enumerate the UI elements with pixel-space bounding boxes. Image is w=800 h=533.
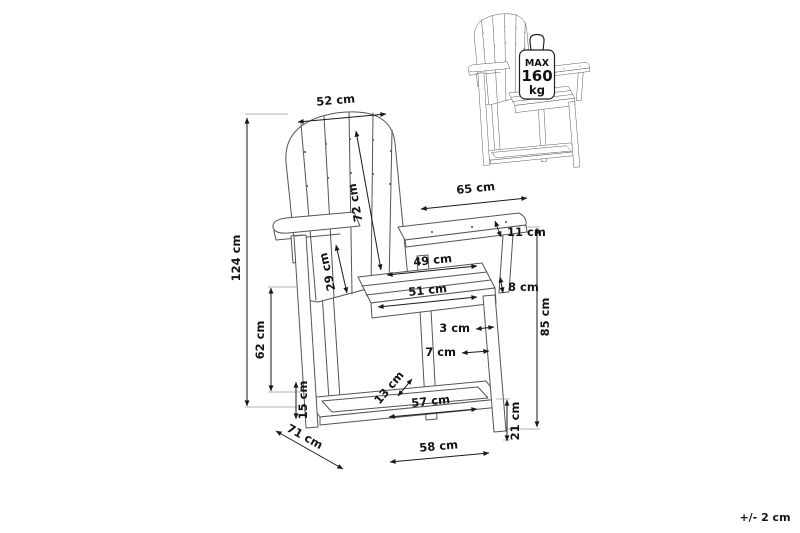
dim-label-backrest-width: 52 cm (316, 91, 356, 108)
dim-line-seat-front-width (377, 295, 478, 309)
dim-line-seat-width (386, 264, 478, 277)
max-weight-badge: MAX 160 kg (518, 33, 556, 100)
left-armrest (272, 211, 361, 234)
dim-label-seat-width: 49 cm (413, 251, 453, 269)
dim-line-back-below-arm (334, 244, 349, 294)
dim-line-footrest-width (388, 407, 478, 419)
armrest-dots (430, 220, 508, 234)
dim-label-seat-thickness: 8 cm (508, 280, 539, 294)
dim-label-footrest-to-seat: 62 cm (253, 321, 267, 360)
badge-board (518, 49, 556, 100)
dim-line-backrest-width (297, 112, 387, 124)
backrest-slats (300, 111, 393, 301)
front-right-leg (482, 294, 507, 433)
max-weight-unit: kg (529, 83, 545, 97)
dim-label-gap: 3 cm (439, 321, 470, 335)
dim-line-arm-length (420, 196, 528, 211)
dim-label-backrest-height: 72 cm (345, 182, 366, 223)
front-left-leg (293, 234, 319, 429)
footrest-frame-inner (321, 386, 489, 413)
dim-line-footrest-depth (397, 378, 413, 397)
dim-line-base-width (389, 451, 490, 464)
dim-label-footrest-height: 21 cm (508, 402, 522, 441)
dim-label-arm-length: 65 cm (456, 179, 496, 197)
dim-line-backrest-height (354, 130, 383, 271)
dim-line-plank-thickness (461, 348, 490, 356)
dim-line-depth (275, 430, 344, 470)
dim-label-total-height: 124 cm (229, 235, 243, 282)
dim-label-plank-thickness: 7 cm (425, 345, 456, 359)
dim-label-arm-width: 11 cm (507, 225, 546, 239)
dim-label-footrest-width: 57 cm (411, 392, 451, 410)
extension-lines (245, 113, 540, 441)
dim-label-seat-front-width: 51 cm (408, 281, 448, 299)
dim-label-seat-height: 85 cm (538, 298, 552, 337)
dim-line-seat-thickness (498, 276, 505, 294)
dim-line-gap (475, 325, 495, 331)
dimension-lines (244, 112, 540, 470)
dim-line-arm-width (494, 220, 502, 238)
max-weight-value: 160 (521, 67, 552, 85)
badge-handle (529, 33, 545, 52)
tolerance-note: +/- 2 cm (739, 511, 790, 524)
max-label: MAX (525, 58, 550, 69)
dim-label-leg-clearance: 15 cm (296, 381, 310, 420)
left-armrest-edge (273, 230, 341, 241)
dim-label-base-width: 58 cm (419, 437, 459, 454)
dimension-labels: 52 cm 124 cm 62 cm 72 cm 29 cm 65 cm 11 … (229, 91, 552, 454)
